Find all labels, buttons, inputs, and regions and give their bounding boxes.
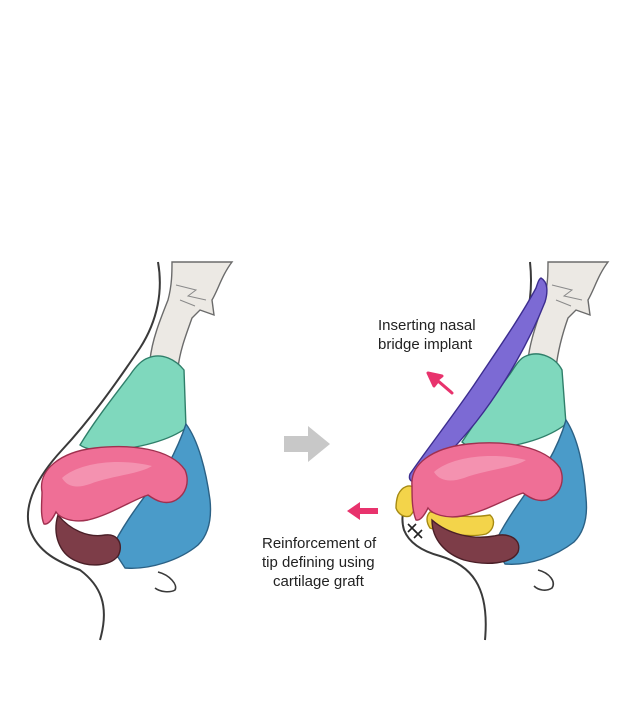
nose-before-soft-tissue <box>55 513 122 566</box>
nose-before-nostril-line <box>154 571 177 593</box>
graft-label-line3: cartilage graft <box>273 573 365 590</box>
nose-after-soft-tissue <box>431 518 520 564</box>
graft-label-line1: Reinforcement of <box>262 535 377 552</box>
nose-before-lower-cartilage-highlight <box>62 462 152 487</box>
nose-after-tip-graft <box>395 485 417 518</box>
nose-after <box>395 261 610 641</box>
nose-after-nostril-line <box>533 569 554 591</box>
nose-after-bone-texture <box>551 284 583 307</box>
nose-after-bridge-implant <box>408 277 548 483</box>
nose-after-lower-cartilage <box>411 442 563 521</box>
implant-pointer-arrow-icon <box>426 371 454 395</box>
implant-label-line2: bridge implant <box>378 336 473 353</box>
implant-annotation: Inserting nasal bridge implant <box>378 317 476 395</box>
nose-after-lower-cartilage-highlight <box>434 456 526 481</box>
implant-label-line1: Inserting nasal <box>378 317 476 334</box>
nose-before-skin-outline <box>26 261 161 641</box>
nose-before-upper-cartilage <box>79 355 187 452</box>
nose-before-nasal-bone <box>149 261 234 369</box>
graft-annotation: Reinforcement of tip defining using cart… <box>262 502 378 590</box>
transition-arrow-icon <box>284 426 330 462</box>
nose-before-bone-texture <box>175 284 207 307</box>
nose-before <box>26 261 234 641</box>
graft-pointer-arrow-icon <box>347 502 378 520</box>
graft-label-line2: tip defining using <box>262 554 375 571</box>
suture-cross-stitch-icon <box>407 523 423 539</box>
